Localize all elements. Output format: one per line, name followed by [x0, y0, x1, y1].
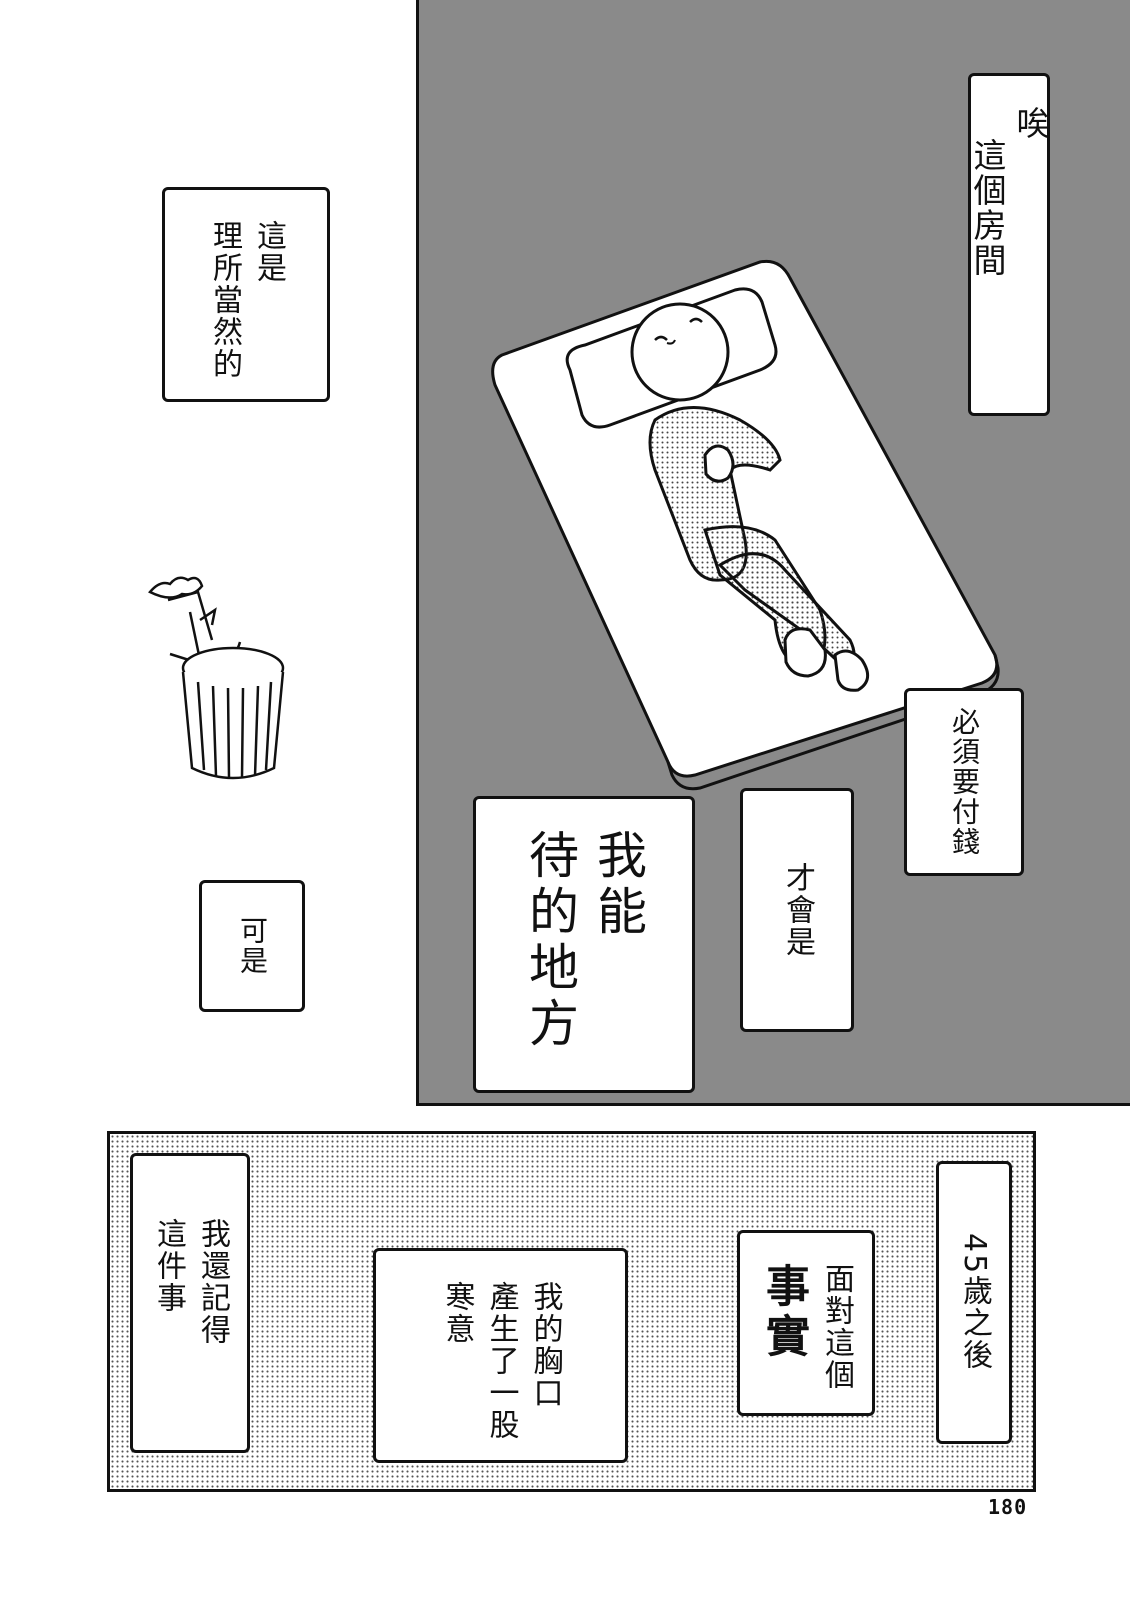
caption-line: 寒意: [439, 1281, 475, 1345]
caption-line: 必須要付錢: [948, 707, 981, 857]
caption-chill: 我的胸口 產生了一股 寒意: [373, 1248, 628, 1463]
caption-only-then: 才會是: [740, 788, 854, 1032]
caption-line: 這個房間: [968, 138, 1007, 278]
caption-line: 我還記得: [195, 1218, 230, 1346]
caption-line: 45歲之後: [957, 1233, 992, 1372]
caption-but: 可是: [199, 880, 305, 1012]
caption-line: 唉: [1011, 106, 1050, 141]
sleeping-person: [630, 302, 870, 692]
caption-line: 我能: [589, 829, 647, 941]
caption-line: 理所當然的: [207, 220, 242, 380]
caption-line: 面對這個: [819, 1263, 854, 1391]
caption-of-course: 這是 理所當然的: [162, 187, 330, 402]
caption-line: 我的胸口: [527, 1281, 563, 1409]
caption-line: 產生了一股: [483, 1281, 519, 1441]
caption-line: 才會是: [780, 862, 815, 958]
caption-remember: 我還記得 這件事: [130, 1153, 250, 1453]
caption-face-fact: 面對這個 事實: [737, 1230, 875, 1416]
caption-place-i-stay: 我能 待的地方: [473, 796, 695, 1093]
caption-line: 待的地方: [521, 829, 579, 1053]
caption-line: 事實: [758, 1263, 809, 1363]
caption-must-pay: 必須要付錢: [904, 688, 1024, 876]
caption-line: 可是: [236, 916, 269, 976]
caption-sigh-room: 唉 這個房間: [968, 73, 1050, 416]
caption-line: 這件事: [151, 1218, 186, 1314]
caption-after-45: 45歲之後: [936, 1161, 1012, 1444]
page-number: 180: [988, 1495, 1028, 1519]
caption-line: 這是: [251, 220, 286, 284]
